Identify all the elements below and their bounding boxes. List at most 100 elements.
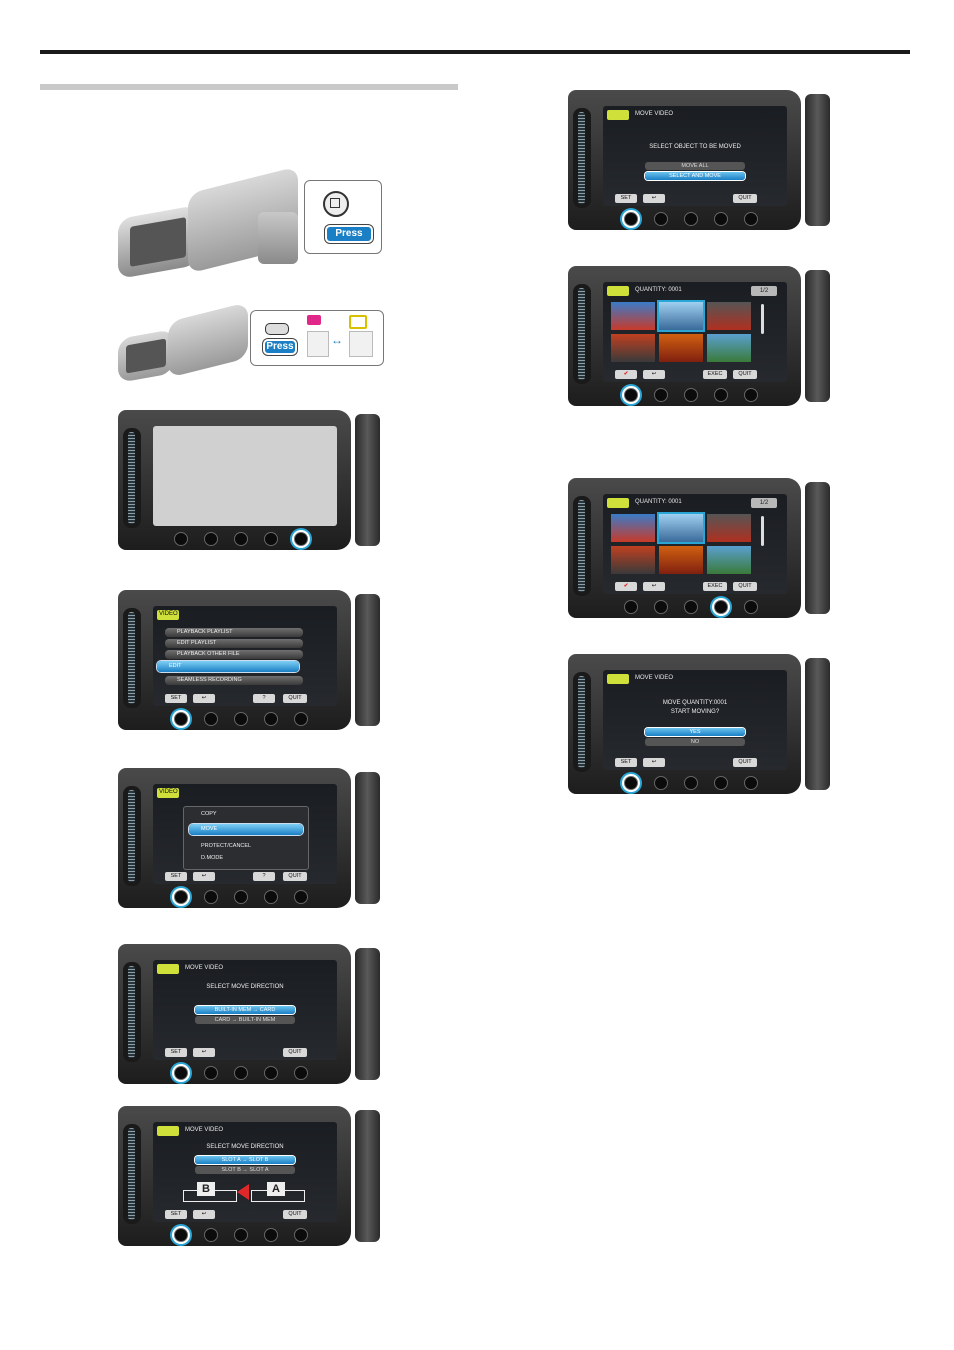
video-thumbnail-selected[interactable] bbox=[659, 302, 703, 330]
menu-item-edit[interactable]: EDIT bbox=[157, 661, 299, 672]
submenu-item-move[interactable]: MOVE bbox=[189, 824, 303, 835]
hw-button-2[interactable] bbox=[204, 890, 218, 904]
hw-button-4[interactable] bbox=[264, 890, 278, 904]
video-thumbnail[interactable] bbox=[707, 302, 751, 330]
hw-button-2[interactable] bbox=[204, 1066, 218, 1080]
header-rule bbox=[40, 50, 910, 54]
option-builtin-to-card[interactable]: BUILT-IN MEM → CARD bbox=[195, 1006, 295, 1014]
option-yes[interactable]: YES bbox=[645, 728, 745, 736]
quit-label: QUIT bbox=[283, 694, 307, 703]
hw-button-4[interactable] bbox=[714, 776, 728, 790]
hw-button-3[interactable] bbox=[234, 712, 248, 726]
check-icon: ✔ bbox=[615, 370, 637, 379]
hw-button-4[interactable] bbox=[714, 388, 728, 402]
video-mode-icon bbox=[157, 964, 179, 974]
screen-message: SELECT MOVE DIRECTION bbox=[206, 984, 284, 990]
set-label: SET bbox=[165, 694, 187, 703]
edit-submenu-screen: VIDEO COPY MOVE PROTECT/CANCEL D.MODE SE… bbox=[153, 784, 337, 884]
set-label: SET bbox=[165, 872, 187, 881]
ok-button[interactable] bbox=[174, 1066, 188, 1080]
option-slot-b-to-a[interactable]: SLOT B → SLOT A bbox=[195, 1166, 295, 1174]
exec-button[interactable] bbox=[714, 600, 728, 614]
video-thumbnail[interactable] bbox=[707, 546, 751, 574]
direction-arrow-icon bbox=[237, 1184, 249, 1200]
menu-button[interactable] bbox=[294, 1066, 308, 1080]
hw-button-3[interactable] bbox=[234, 532, 248, 546]
hw-button-3[interactable] bbox=[234, 1228, 248, 1242]
video-thumbnail[interactable] bbox=[707, 334, 751, 362]
back-icon: ↩ bbox=[643, 370, 665, 379]
ok-button[interactable] bbox=[174, 532, 188, 546]
screen-message: SELECT OBJECT TO BE MOVED bbox=[649, 144, 741, 150]
option-move-all[interactable]: MOVE ALL bbox=[645, 162, 745, 170]
exec-label: EXEC bbox=[703, 370, 727, 379]
video-thumbnail[interactable] bbox=[659, 334, 703, 362]
submenu-item-d-mode[interactable]: D.MODE bbox=[201, 855, 223, 861]
menu-button[interactable] bbox=[294, 1228, 308, 1242]
hw-button-4[interactable] bbox=[264, 1066, 278, 1080]
video-thumbnail[interactable] bbox=[611, 546, 655, 574]
ok-button[interactable] bbox=[624, 600, 638, 614]
menu-header: VIDEO bbox=[159, 611, 178, 617]
press-label: Press bbox=[265, 341, 295, 353]
hw-button-2[interactable] bbox=[204, 1228, 218, 1242]
set-label: SET bbox=[165, 1048, 187, 1057]
hw-button-2[interactable] bbox=[654, 600, 668, 614]
submenu-item-protect-cancel[interactable]: PROTECT/CANCEL bbox=[201, 843, 252, 849]
ok-button[interactable] bbox=[624, 212, 638, 226]
menu-button[interactable] bbox=[294, 890, 308, 904]
quit-label: QUIT bbox=[733, 194, 757, 203]
video-thumbnail[interactable] bbox=[611, 334, 655, 362]
video-thumbnail[interactable] bbox=[659, 546, 703, 574]
menu-button[interactable] bbox=[744, 388, 758, 402]
hw-button-3[interactable] bbox=[684, 388, 698, 402]
hw-button-2[interactable] bbox=[654, 776, 668, 790]
hw-button-3[interactable] bbox=[684, 212, 698, 226]
ok-button[interactable] bbox=[174, 1228, 188, 1242]
hw-button-3[interactable] bbox=[234, 890, 248, 904]
help-label: ? bbox=[253, 694, 275, 703]
video-thumbnail[interactable] bbox=[611, 514, 655, 542]
quit-label: QUIT bbox=[733, 582, 757, 591]
menu-button[interactable] bbox=[294, 712, 308, 726]
menu-button[interactable] bbox=[744, 212, 758, 226]
ok-button[interactable] bbox=[174, 890, 188, 904]
hw-button-2[interactable] bbox=[204, 712, 218, 726]
video-thumbnail[interactable] bbox=[611, 302, 655, 330]
option-no[interactable]: NO bbox=[645, 738, 745, 746]
menu-item-seamless-recording[interactable]: SEAMLESS RECORDING bbox=[165, 676, 303, 685]
ok-button[interactable] bbox=[174, 712, 188, 726]
back-icon: ↩ bbox=[193, 1210, 215, 1219]
screen-title: MOVE VIDEO bbox=[635, 675, 674, 681]
hw-button-2[interactable] bbox=[654, 388, 668, 402]
menu-item-playback-other-file[interactable]: PLAYBACK OTHER FILE bbox=[165, 650, 303, 659]
menu-button[interactable] bbox=[294, 532, 308, 546]
hw-button-3[interactable] bbox=[684, 776, 698, 790]
hw-button-2[interactable] bbox=[204, 532, 218, 546]
hw-button-4[interactable] bbox=[264, 1228, 278, 1242]
hw-button-4[interactable] bbox=[264, 712, 278, 726]
hw-button-3[interactable] bbox=[234, 1066, 248, 1080]
quit-label: QUIT bbox=[733, 758, 757, 767]
hw-button-4[interactable] bbox=[264, 532, 278, 546]
option-select-and-move[interactable]: SELECT AND MOVE bbox=[645, 172, 745, 180]
video-mode-icon bbox=[307, 315, 321, 325]
hw-button-4[interactable] bbox=[714, 212, 728, 226]
ok-button[interactable] bbox=[624, 388, 638, 402]
video-thumbnail-selected[interactable] bbox=[659, 514, 703, 542]
menu-item-playback-playlist[interactable]: PLAYBACK PLAYLIST bbox=[165, 628, 303, 637]
menu-button[interactable] bbox=[744, 776, 758, 790]
option-card-to-builtin[interactable]: CARD → BUILT-IN MEM bbox=[195, 1016, 295, 1024]
menu-item-edit-playlist[interactable]: EDIT PLAYLIST bbox=[165, 639, 303, 648]
video-thumbnail[interactable] bbox=[707, 514, 751, 542]
menu-button[interactable] bbox=[744, 600, 758, 614]
hw-button-3[interactable] bbox=[684, 600, 698, 614]
back-icon: ↩ bbox=[643, 758, 665, 767]
hw-button-2[interactable] bbox=[654, 212, 668, 226]
ok-button[interactable] bbox=[624, 776, 638, 790]
video-mode-icon bbox=[607, 110, 629, 120]
submenu-item-copy[interactable]: COPY bbox=[201, 811, 217, 817]
option-slot-a-to-b[interactable]: SLOT A → SLOT B bbox=[195, 1156, 295, 1164]
